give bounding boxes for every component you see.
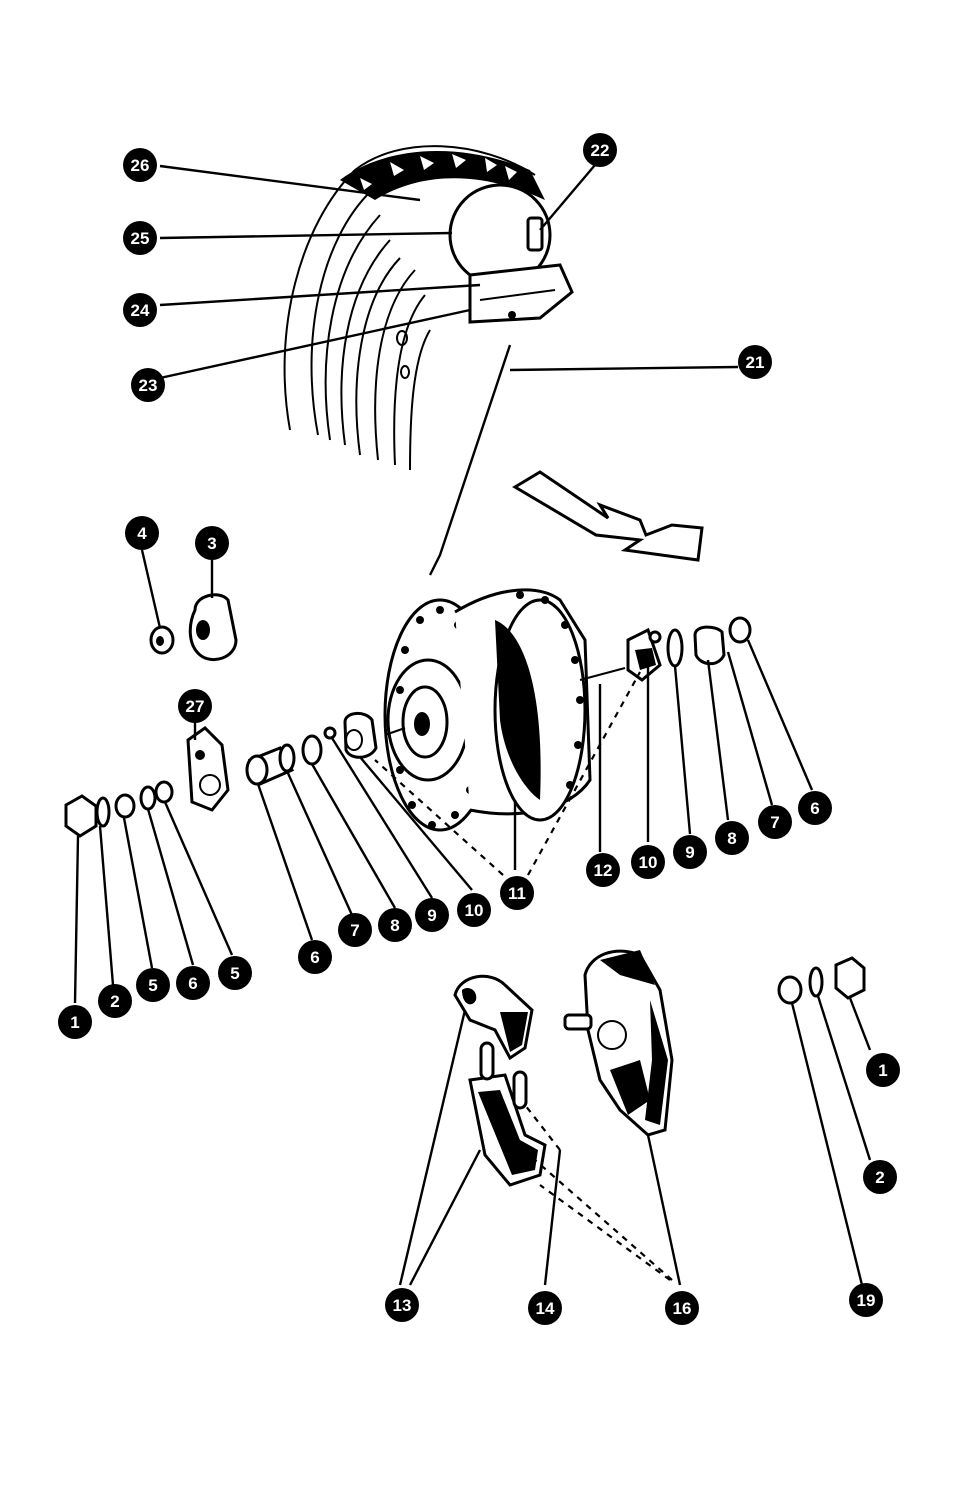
callout-label-14: 14 (536, 1299, 555, 1318)
left-cone-assembly (245, 712, 378, 786)
callout-label-6a: 6 (188, 974, 197, 993)
callout-badge-3 (195, 526, 229, 560)
callout-label-25: 25 (131, 229, 150, 248)
callout-label-16: 16 (673, 1299, 692, 1318)
callout-badge-19 (849, 1283, 883, 1317)
callout-badge-23 (131, 368, 165, 402)
callout-badge-26 (123, 148, 157, 182)
part-3-cap (188, 593, 238, 661)
callout-badge-10a (457, 893, 491, 927)
callout-label-23: 23 (139, 376, 158, 395)
hub-body (383, 588, 626, 832)
callout-label-1a: 1 (70, 1013, 79, 1032)
callout-label-5a: 5 (148, 976, 157, 995)
callout-badge-27 (178, 689, 212, 723)
callout-badge-4 (125, 516, 159, 550)
callout-badge-10b (631, 845, 665, 879)
callout-label-19: 19 (857, 1291, 876, 1310)
callout-label-2b: 2 (875, 1168, 884, 1187)
callout-badge-14 (528, 1291, 562, 1325)
part-4-nut (149, 625, 175, 655)
brake-shoes (453, 974, 547, 1187)
right-axle-hardware (777, 956, 866, 1005)
callout-label-6c: 6 (810, 799, 819, 818)
callout-badge-9a (415, 898, 449, 932)
callout-label-10a: 10 (465, 901, 484, 920)
part-27-bracket (186, 726, 230, 812)
callout-label-6b: 6 (310, 948, 319, 967)
callout-badge-5b (218, 956, 252, 990)
callout-badge-5a (136, 968, 170, 1002)
callout-badge-21 (738, 345, 772, 379)
callout-badge-8b (715, 821, 749, 855)
callout-badge-6a (176, 966, 210, 1000)
callout-label-9a: 9 (427, 906, 436, 925)
callout-badge-24 (123, 293, 157, 327)
callout-badge-13 (385, 1288, 419, 1322)
callout-label-26: 26 (131, 156, 150, 175)
callout-badge-7b (758, 805, 792, 839)
tire-and-rim-illustration (283, 145, 574, 471)
callout-label-7a: 7 (350, 921, 359, 940)
callout-label-8b: 8 (727, 829, 736, 848)
callout-label-12: 12 (594, 861, 613, 880)
callout-label-24: 24 (131, 301, 150, 320)
callout-label-13: 13 (393, 1296, 412, 1315)
callout-label-3: 3 (207, 534, 216, 553)
callout-badge-16 (665, 1291, 699, 1325)
callout-label-21: 21 (746, 353, 765, 372)
brake-plate (563, 949, 674, 1137)
callout-badge-11 (500, 876, 534, 910)
callout-label-11: 11 (508, 884, 526, 903)
callout-badge-9b (673, 835, 707, 869)
callout-label-7b: 7 (770, 813, 779, 832)
callout-badge-7a (338, 913, 372, 947)
leader-lines (73, 164, 872, 1286)
callout-badge-2b (863, 1160, 897, 1194)
right-cone-assembly (626, 616, 752, 682)
callout-badge-8a (378, 908, 412, 942)
callout-label-2a: 2 (110, 992, 119, 1011)
callout-badge-1a (58, 1005, 92, 1039)
callout-badge-6c (798, 791, 832, 825)
callout-badge-22 (583, 133, 617, 167)
callout-label-4: 4 (137, 524, 147, 543)
callout-label-10b: 10 (639, 853, 658, 872)
direction-arrow (512, 470, 704, 562)
callout-badge-12 (586, 853, 620, 887)
left-axle-hardware (64, 780, 174, 838)
callout-label-9b: 9 (685, 843, 694, 862)
callout-badge-1b (866, 1053, 900, 1087)
callout-label-8a: 8 (390, 916, 399, 935)
callout-label-5b: 5 (230, 964, 239, 983)
callout-badge-25 (123, 221, 157, 255)
callout-badge-2a (98, 984, 132, 1018)
callout-label-22: 22 (591, 141, 610, 160)
callout-label-1b: 1 (878, 1061, 887, 1080)
callout-badge-6b (298, 940, 332, 974)
callout-label-27: 27 (186, 697, 205, 716)
